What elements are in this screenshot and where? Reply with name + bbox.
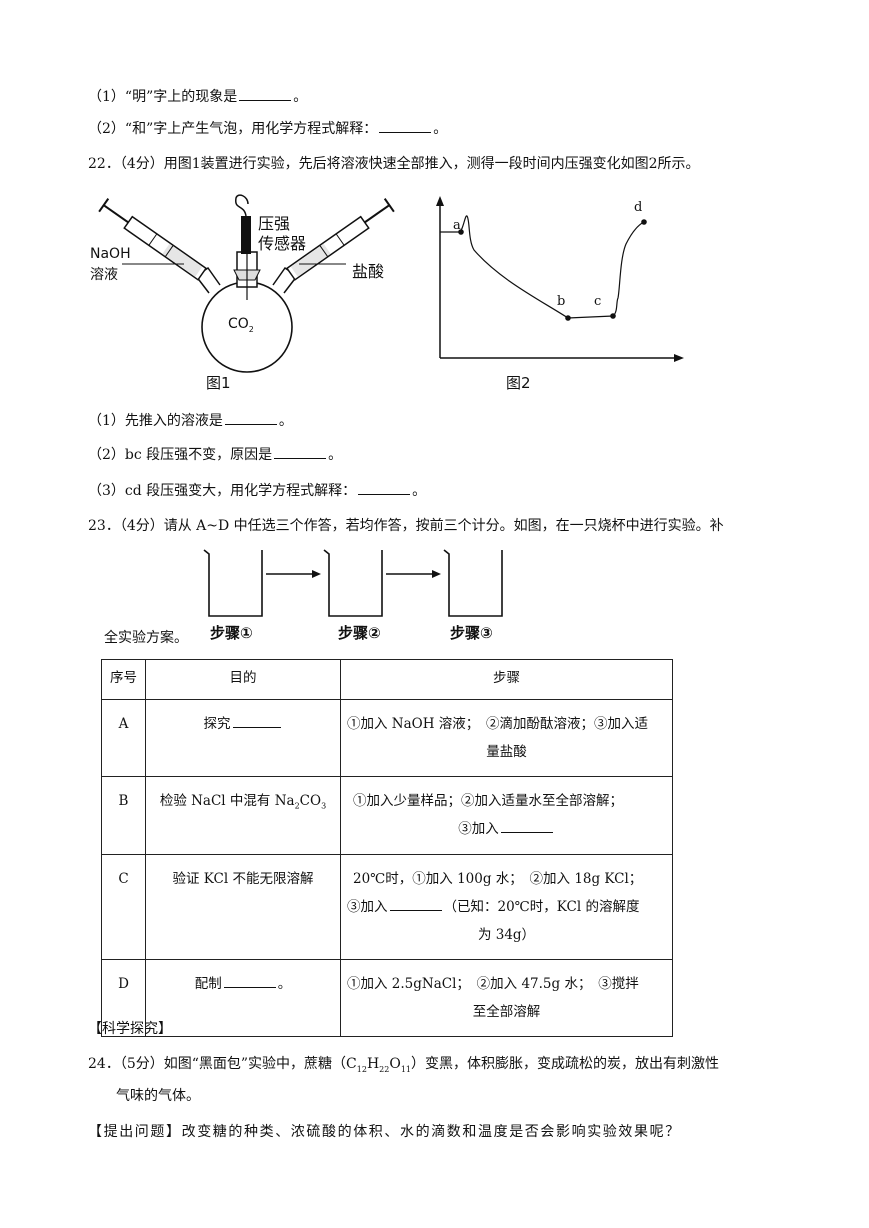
naoh-label: NaOH <box>90 246 131 262</box>
table-row: A 探究 ①加入 NaOH 溶液； ②滴加酚酞溶液；③加入适量盐酸 <box>101 699 673 777</box>
answer-blank[interactable] <box>239 86 292 101</box>
answer-blank[interactable] <box>232 713 281 728</box>
experiment-table: 序号 目的 步骤 A 探究 ①加入 NaOH 溶液； ②滴加酚酞溶液；③加入适量… <box>101 659 673 1037</box>
step-2-label: 步骤② <box>338 624 381 642</box>
table-row: D 配制。 ①加入 2.5gNaCl； ②加入 47.5g 水； ③搅拌至全部溶… <box>101 959 673 1037</box>
pressure-label: 压强 <box>258 214 291 233</box>
figure-1-apparatus <box>98 194 395 373</box>
figure-2-caption: 图2 <box>506 374 531 392</box>
q24-stem-cont: 气味的气体。 <box>116 1088 200 1104</box>
q22-part3: （3）cd 段压强变大，用化学方程式解释：。 <box>88 480 426 501</box>
header-steps: 步骤 <box>340 659 673 700</box>
row-steps: ①加入 2.5gNaCl； ②加入 47.5g 水； ③搅拌至全部溶解 <box>340 959 673 1037</box>
q23-stem: 23．（4分）请从 A~D 中任选三个作答，若均作答，按前三个计分。如图，在一只… <box>88 518 724 534</box>
q24-question: 【提出问题】改变糖的种类、浓硫酸的体积、水的滴数和温度是否会影响实验效果呢？ <box>88 1124 681 1140</box>
point-a-label: a <box>453 218 461 233</box>
q24-stem: 24．（5分）如图“黑面包”实验中，蔗糖（C12H22O11）变黑，体积膨胀，变… <box>88 1056 720 1074</box>
answer-blank[interactable] <box>379 118 432 133</box>
step-1-label: 步骤① <box>210 624 253 642</box>
row-id: B <box>101 776 146 855</box>
beaker-steps-figure <box>203 549 503 617</box>
figure-2-pressure-curve <box>436 196 684 362</box>
answer-blank[interactable] <box>500 818 553 833</box>
point-d-label: d <box>634 200 643 215</box>
q22-stem: 22．（4分）用图1装置进行实验，先后将溶液快速全部推入，测得一段时间内压强变化… <box>88 156 700 172</box>
table-header-row: 序号 目的 步骤 <box>101 659 673 700</box>
row-steps: ①加入 NaOH 溶液； ②滴加酚酞溶液；③加入适量盐酸 <box>340 699 673 777</box>
row-steps: 20℃时，①加入 100g 水； ②加入 18g KCl；③加入（已知：20℃时… <box>340 854 673 960</box>
q23-stem-cont: 全实验方案。 <box>104 630 188 646</box>
row-steps: ①加入少量样品；②加入适量水至全部溶解；③加入 <box>340 776 673 855</box>
q21-part1: （1）“明”字上的现象是。 <box>88 86 307 107</box>
row-id: A <box>101 699 146 777</box>
row-id: D <box>101 959 146 1037</box>
q22-part1: （1）先推入的溶液是。 <box>88 410 293 431</box>
row-purpose: 验证 KCl 不能无限溶解 <box>145 854 341 960</box>
header-id: 序号 <box>101 659 146 700</box>
q21-part2: （2）“和”字上产生气泡，用化学方程式解释：。 <box>88 118 447 139</box>
answer-blank[interactable] <box>389 896 442 911</box>
sensor-label: 传感器 <box>258 234 307 253</box>
table-row: C 验证 KCl 不能无限溶解 20℃时，①加入 100g 水； ②加入 18g… <box>101 854 673 960</box>
point-b-label: b <box>557 294 566 309</box>
hcl-label: 盐酸 <box>352 262 385 281</box>
q22-part2: （2）bc 段压强不变，原因是。 <box>88 444 342 465</box>
solution-label: 溶液 <box>90 267 118 283</box>
header-purpose: 目的 <box>145 659 341 700</box>
step-3-label: 步骤③ <box>450 624 493 642</box>
row-purpose: 配制。 <box>145 959 341 1037</box>
section-heading: 【科学探究】 <box>88 1021 172 1037</box>
table-row: B 检验 NaCl 中混有 Na2CO3 ①加入少量样品；②加入适量水至全部溶解… <box>101 776 673 855</box>
co2-label: CO2 <box>228 316 254 334</box>
figure-1-caption: 图1 <box>206 374 231 392</box>
row-purpose: 检验 NaCl 中混有 Na2CO3 <box>145 776 341 855</box>
answer-blank[interactable] <box>224 410 277 425</box>
row-id: C <box>101 854 146 960</box>
row-purpose: 探究 <box>145 699 341 777</box>
point-c-label: c <box>594 294 602 309</box>
answer-blank[interactable] <box>223 973 276 988</box>
answer-blank[interactable] <box>358 480 411 495</box>
answer-blank[interactable] <box>274 444 327 459</box>
